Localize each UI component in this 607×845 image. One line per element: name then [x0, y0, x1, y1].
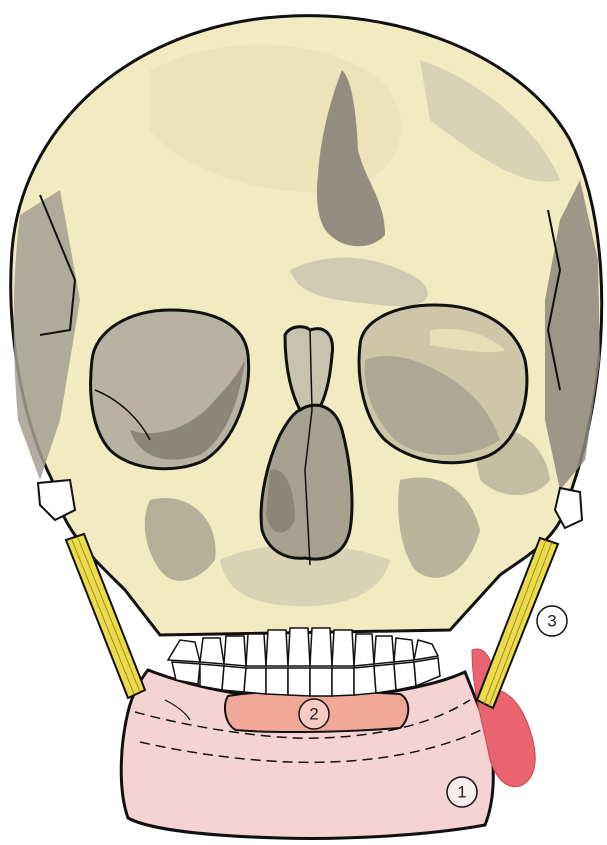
callout-2: 2	[299, 699, 329, 729]
callout-2-label: 2	[309, 705, 318, 724]
callout-3: 3	[537, 606, 567, 636]
callout-3-label: 3	[547, 612, 556, 631]
callout-1: 1	[447, 777, 477, 807]
callout-1-label: 1	[457, 783, 466, 802]
